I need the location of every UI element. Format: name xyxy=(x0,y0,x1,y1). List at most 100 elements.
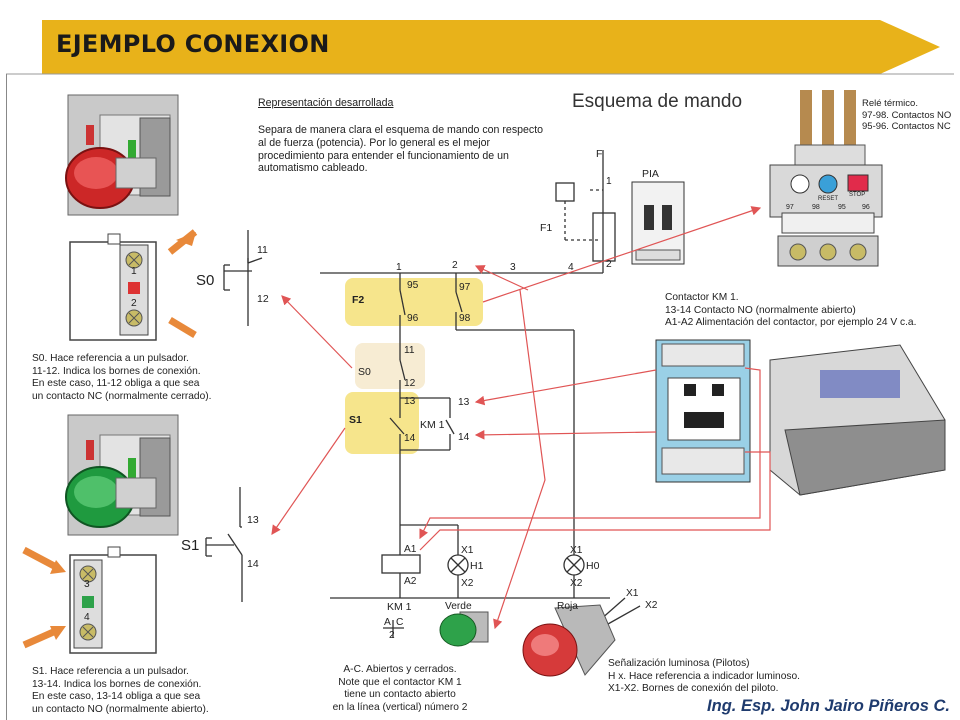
s1-symbol-label: S1 xyxy=(181,537,200,554)
s0-circuit-top: 11 xyxy=(404,345,415,356)
s0-symbol xyxy=(223,230,263,326)
h1-x1: X1 xyxy=(461,545,474,556)
km1-contact-top: 13 xyxy=(458,397,470,408)
s1-terminal-bottom: 14 xyxy=(247,558,259,570)
green-pilot-lamp-illustration xyxy=(439,611,489,647)
schema-title: Esquema de mando xyxy=(572,91,743,112)
f2-no-bottom: 98 xyxy=(459,313,471,324)
pia-terminal-2: 2 xyxy=(606,259,612,270)
s1-note-line: S1. Hace referencia a un pulsador. xyxy=(32,666,189,677)
line-number-2: 2 xyxy=(452,260,458,271)
s0-note-line: S0. Hace referencia a un pulsador. xyxy=(32,353,189,364)
km-table-c: C xyxy=(396,617,404,628)
relay-terminal-96: 96 xyxy=(862,204,870,211)
s1-circuit-label: S1 xyxy=(349,414,362,426)
s0-circuit-label: S0 xyxy=(358,366,371,378)
line-number-1: 1 xyxy=(396,262,402,273)
contact-note-line: en la línea (vertical) número 2 xyxy=(332,701,468,713)
contactor-note-line: 13-14 Contacto NO (normalmente abierto) xyxy=(665,304,856,316)
thermal-note-line: Relé térmico. xyxy=(862,98,918,109)
s1-note-line: 13-14. Indica los bornes de conexión. xyxy=(32,678,202,690)
s1-note-line: En este caso, 13-14 obliga a que sea xyxy=(32,691,201,702)
s1-module-top: 3 xyxy=(84,579,90,590)
f2-nc-bottom: 96 xyxy=(407,313,419,324)
contactor-note: Contactor KM 1. 13-14 Contacto NO (norma… xyxy=(665,292,916,330)
thermal-note-line: 97-98. Contactos NO xyxy=(862,109,952,121)
pilot-note-line: H x. Hace referencia a indicador luminos… xyxy=(608,670,800,682)
contact-note-line: A-C. Abiertos y cerrados. xyxy=(343,664,457,675)
fuse-label: F xyxy=(596,148,603,160)
s1-circuit-bottom: 14 xyxy=(404,433,416,444)
h1-color-name: Verde xyxy=(445,601,472,612)
red-pilot-lamp-illustration xyxy=(522,604,616,677)
thermal-relay-note: Relé térmico. 97-98. Contactos NO 95-96.… xyxy=(862,98,951,133)
intro-body: Separa de manera clara el esquema de man… xyxy=(258,124,544,175)
km-table-a: A xyxy=(384,617,391,628)
s1-symbol xyxy=(205,487,243,602)
fuse1-label: F1 xyxy=(540,222,553,234)
s0-pushbutton-illustration xyxy=(65,94,179,216)
s0-module-top: 1 xyxy=(131,266,137,277)
s1-module-bottom: 4 xyxy=(84,612,90,623)
s0-terminal-top: 11 xyxy=(257,244,268,256)
s0-contact-module xyxy=(69,233,157,341)
line-number-4: 4 xyxy=(568,262,574,273)
s0-symbol-label: S0 xyxy=(196,272,215,289)
km1-contact-bottom: 14 xyxy=(458,432,470,443)
h0-x2: X2 xyxy=(570,578,583,589)
coil-label: KM 1 xyxy=(387,601,412,613)
h1-label: H1 xyxy=(470,560,484,572)
pilot-note: Señalización luminosa (Pilotos) H x. Hac… xyxy=(608,658,800,696)
thermal-relay-illustration xyxy=(769,90,883,267)
author-credit: Ing. Esp. John Jairo Piñeros C. xyxy=(707,697,950,715)
relay-terminal-97: 97 xyxy=(786,204,794,211)
reset-label: RESET xyxy=(818,196,839,202)
coil-a2: A2 xyxy=(404,576,417,587)
s0-note: S0. Hace referencia a un pulsador. 11-12… xyxy=(32,353,212,403)
s0-circuit-bottom: 12 xyxy=(404,378,416,389)
intro-heading: Representación desarrollada xyxy=(258,97,394,109)
pilot-note-line: Señalización luminosa (Pilotos) xyxy=(608,658,750,669)
pilot-x2: X2 xyxy=(645,600,658,611)
pia-terminal-1: 1 xyxy=(606,176,612,187)
contactor-note-line: Contactor KM 1. xyxy=(665,292,739,303)
title-banner xyxy=(6,20,954,75)
diagram-frame xyxy=(6,74,955,720)
s1-contact-module xyxy=(69,546,157,654)
h1-x2: X2 xyxy=(461,578,474,589)
km-table-line: 2 xyxy=(389,630,395,641)
contactor-3d-illustration xyxy=(769,344,946,496)
pia-label: PIA xyxy=(642,168,659,180)
s1-circuit-top: 13 xyxy=(404,396,416,407)
km1-contact-label: KM 1 xyxy=(420,419,445,431)
contactor-front-illustration xyxy=(655,339,751,483)
h0-x1: X1 xyxy=(570,545,583,556)
thermal-note-line: 95-96. Contactos NC xyxy=(862,121,951,132)
contact-note: A-C. Abiertos y cerrados. Note que el co… xyxy=(325,664,475,714)
f2-no-top: 97 xyxy=(459,282,471,293)
s1-note: S1. Hace referencia a un pulsador. 13-14… xyxy=(32,666,209,716)
pilot-x1: X1 xyxy=(626,588,639,599)
s0-module-bottom: 2 xyxy=(131,298,137,309)
f2-nc-top: 95 xyxy=(407,280,419,291)
h0-color-name: Roja xyxy=(557,601,578,612)
relay-terminal-98: 98 xyxy=(812,204,820,211)
h0-label: H0 xyxy=(586,560,600,572)
contactor-note-line: A1-A2 Alimentación del contactor, por ej… xyxy=(665,317,917,328)
coil-a1: A1 xyxy=(404,544,417,555)
pia-breaker xyxy=(631,181,685,265)
contact-note-line: tiene un contacto abierto xyxy=(344,689,456,700)
s0-note-line: un contacto NC (normalmente cerrado). xyxy=(32,390,212,402)
f2-label: F2 xyxy=(352,294,365,306)
pilot-note-line: X1-X2. Bornes de conexión del piloto. xyxy=(608,683,779,694)
line-number-3: 3 xyxy=(510,262,516,273)
contact-note-line: Note que el contactor KM 1 xyxy=(338,676,462,688)
s0-note-line: 11-12. Indica los bornes de conexión. xyxy=(32,365,201,377)
s1-note-line: un contacto NO (normalmente abierto). xyxy=(32,703,209,715)
s1-pushbutton-illustration xyxy=(65,414,179,536)
relay-terminal-95: 95 xyxy=(838,204,846,211)
s0-terminal-bottom: 12 xyxy=(257,293,269,305)
s1-terminal-top: 13 xyxy=(247,514,259,526)
page-title: EJEMPLO CONEXION xyxy=(56,30,330,58)
